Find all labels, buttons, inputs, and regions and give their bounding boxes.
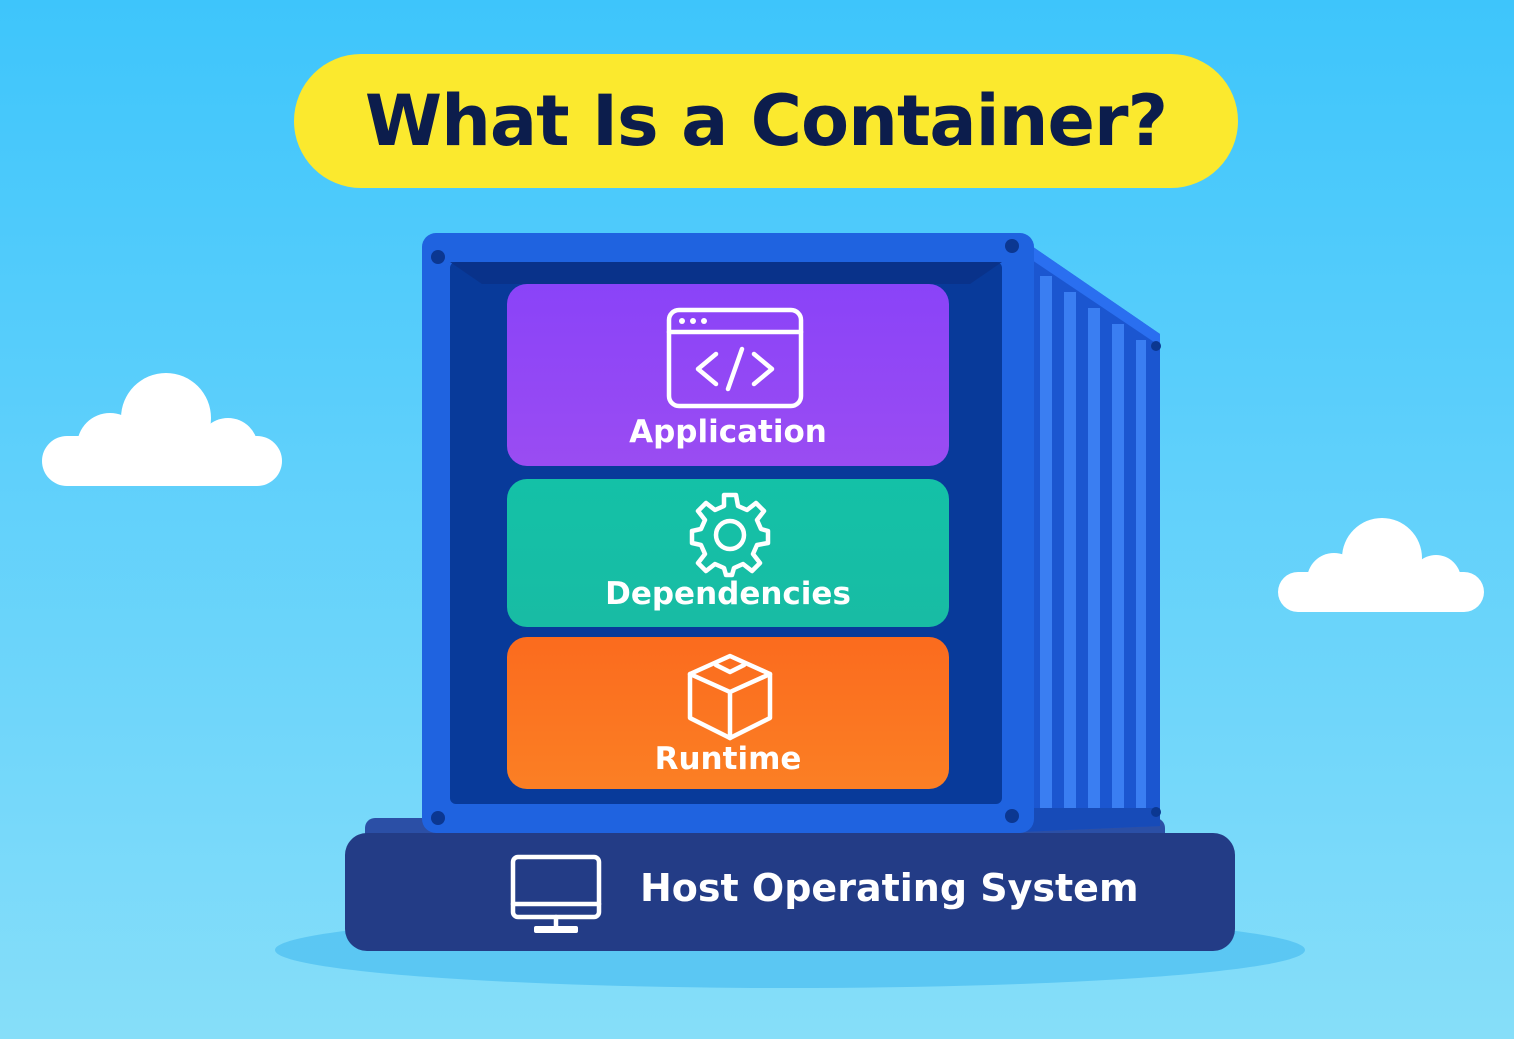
gear-icon bbox=[689, 492, 771, 578]
box-icon bbox=[687, 653, 773, 741]
cloud-left bbox=[42, 373, 282, 486]
cloud-right bbox=[1278, 518, 1484, 612]
host-os-label: Host Operating System bbox=[640, 866, 1139, 910]
layer-dependencies: Dependencies bbox=[507, 479, 949, 627]
monitor-icon bbox=[510, 854, 602, 933]
layer-label: Application bbox=[629, 414, 827, 450]
page-title: What Is a Container? bbox=[364, 80, 1168, 162]
container-side-panel bbox=[1020, 238, 1160, 832]
code-window-icon bbox=[666, 307, 804, 409]
layer-label: Dependencies bbox=[605, 576, 851, 612]
layer-label: Runtime bbox=[654, 741, 802, 777]
layer-application: Application bbox=[507, 284, 949, 466]
title-banner: What Is a Container? bbox=[294, 54, 1238, 188]
